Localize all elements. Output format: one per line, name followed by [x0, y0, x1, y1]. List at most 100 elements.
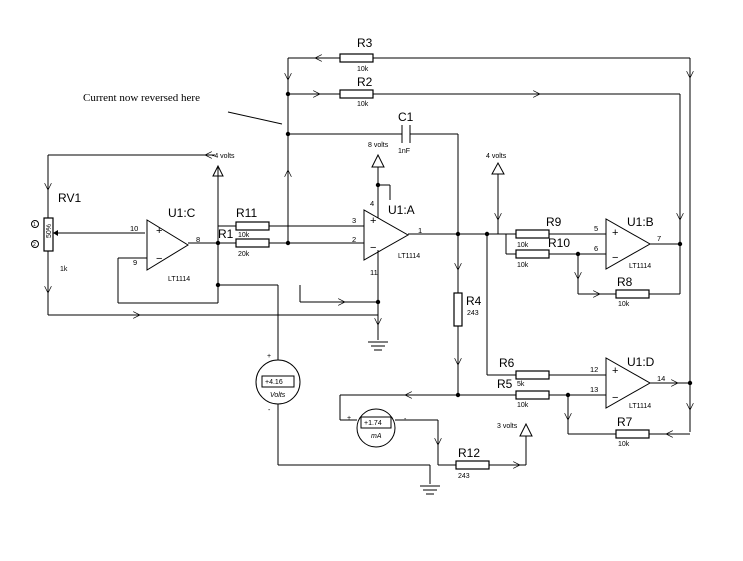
- rail-8v: 8 volts: [368, 142, 391, 200]
- rv1-label: RV1: [58, 191, 81, 205]
- opamp-u1b: + − U1:B LT1114 5 6 7: [578, 215, 680, 294]
- svg-text:14: 14: [657, 374, 665, 383]
- u1d-name: U1:D: [627, 355, 655, 369]
- opamp-u1a: + − U1:A LT1114 3 2 1 4 11: [352, 185, 498, 340]
- svg-text:−: −: [612, 252, 618, 264]
- rail-3v-label: 3 volts: [497, 423, 518, 430]
- u1c-part: LT1114: [168, 276, 190, 283]
- svg-text:3: 3: [352, 216, 356, 225]
- rv1-body-text: 50%: [46, 224, 53, 238]
- r4-value: 243: [467, 310, 479, 317]
- svg-text:+: +: [156, 225, 162, 237]
- junction-dots: [215, 91, 693, 398]
- rail-4v: 4 volts: [486, 153, 507, 234]
- u1c-name: U1:C: [168, 206, 196, 220]
- rail-8v-label: 8 volts: [368, 142, 389, 149]
- svg-text:+: +: [370, 215, 376, 227]
- svg-text:+: +: [267, 353, 271, 360]
- svg-text:−: −: [156, 253, 162, 265]
- resistor-r1: R1 20k: [218, 227, 364, 258]
- opamp-u1d: + − U1:D LT1114 12 13 14: [568, 355, 690, 434]
- r5-label: R5: [497, 377, 513, 391]
- svg-text:13: 13: [590, 385, 598, 394]
- wire-c-to-meter: [218, 284, 378, 360]
- r6-value: 5k: [517, 381, 525, 388]
- svg-text:−: −: [612, 392, 618, 404]
- svg-text:-: -: [268, 407, 271, 414]
- r7-value: 10k: [618, 441, 630, 448]
- r10-value: 10k: [517, 262, 529, 269]
- svg-text:+: +: [612, 227, 618, 239]
- u1a-name: U1:A: [388, 203, 415, 217]
- svg-text:12: 12: [590, 365, 598, 374]
- svg-text:6: 6: [594, 244, 598, 253]
- svg-text:−: −: [370, 242, 376, 254]
- r9-label: R9: [546, 215, 562, 229]
- r3-value: 10k: [357, 66, 369, 73]
- svg-text:10: 10: [130, 224, 138, 233]
- potentiometer-rv1: 50% RV1 1k 1 2: [31, 154, 378, 315]
- voltmeter-reading: +4.16: [265, 379, 283, 386]
- u1d-part: LT1114: [629, 403, 651, 410]
- r11-value: 10k: [238, 232, 250, 239]
- resistor-r4: R4 243: [453, 256, 482, 365]
- r2-label: R2: [357, 75, 373, 89]
- voltmeter-unit: Volts: [270, 392, 286, 399]
- r8-label: R8: [617, 275, 633, 289]
- c1-value: 1nF: [398, 148, 410, 155]
- rv1-value: 1k: [60, 266, 68, 273]
- svg-text:4: 4: [370, 199, 374, 208]
- ammeter-reading: +1.74: [364, 420, 382, 427]
- ammeter-unit: mA: [371, 433, 382, 440]
- resistor-r11: R11 10k: [235, 206, 364, 239]
- wire-top-bus: [288, 58, 690, 432]
- svg-text:7: 7: [657, 234, 661, 243]
- wire-output-node: [339, 234, 520, 420]
- r12-label: R12: [458, 446, 480, 460]
- r6-label: R6: [499, 356, 515, 370]
- svg-text:11: 11: [370, 268, 378, 277]
- r5-value: 10k: [517, 402, 529, 409]
- r1-value: 20k: [238, 251, 250, 258]
- r2-value: 10k: [357, 101, 369, 108]
- rail-neg-label: -4 volts: [212, 153, 235, 160]
- c1-label: C1: [398, 110, 414, 124]
- svg-text:2: 2: [352, 235, 356, 244]
- resistor-r6: R6 5k: [499, 356, 606, 388]
- r10-label: R10: [548, 236, 570, 250]
- resistor-r2: R2 10k: [339, 75, 374, 108]
- resistor-r12: R12 243: [455, 436, 527, 480]
- capacitor-c1: C1 1nF: [398, 110, 416, 155]
- svg-text:5: 5: [594, 224, 598, 233]
- ground-u1a: [368, 310, 388, 351]
- resistor-r7: R7 10k: [615, 415, 650, 448]
- resistor-r3: R3 10k: [339, 36, 374, 73]
- rail-minus-4v: -4 volts: [205, 153, 235, 160]
- resistor-r5: R5 10k: [497, 377, 606, 409]
- svg-text:+: +: [612, 365, 618, 377]
- r3-label: R3: [357, 36, 373, 50]
- resistor-r10: R10 10k: [505, 234, 606, 269]
- r8-value: 10k: [618, 301, 630, 308]
- svg-text:1: 1: [33, 222, 36, 228]
- svg-text:1: 1: [418, 226, 422, 235]
- voltmeter: +4.16 Volts + -: [255, 353, 440, 495]
- rail-arrow-c: [212, 164, 224, 226]
- svg-text:8: 8: [196, 235, 200, 244]
- annotation-text: Current now reversed here: [83, 92, 200, 104]
- u1b-name: U1:B: [627, 215, 654, 229]
- rail-4v-label: 4 volts: [486, 153, 507, 160]
- r12-value: 243: [458, 473, 470, 480]
- annotation-pointer: [227, 111, 283, 125]
- svg-text:+: +: [347, 415, 351, 422]
- r7-label: R7: [617, 415, 633, 429]
- svg-text:2: 2: [33, 242, 36, 248]
- r4-label: R4: [466, 294, 482, 308]
- resistor-r9: R9 10k: [498, 215, 606, 249]
- u1a-part: LT1114: [398, 253, 420, 260]
- opamp-u1c: + − U1:C LT1114 10 9 8: [117, 206, 236, 304]
- u1b-part: LT1114: [629, 263, 651, 270]
- rail-3v: 3 volts: [497, 422, 533, 437]
- ammeter: +1.74 mA + -: [340, 408, 456, 466]
